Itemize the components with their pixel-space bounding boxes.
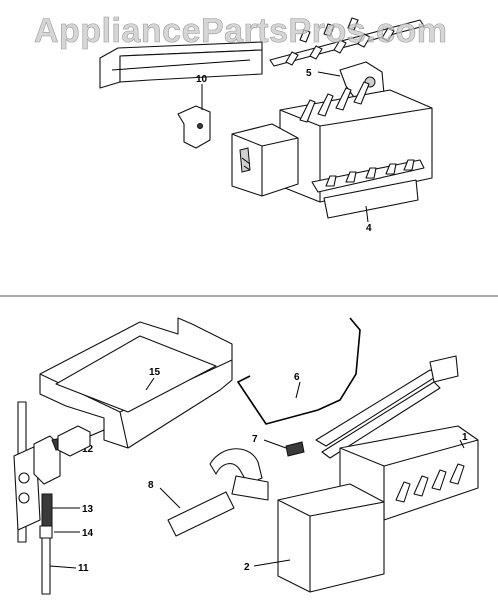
callout-4: 4 [366, 223, 372, 234]
callout-15: 15 [149, 367, 161, 378]
callout-1: 1 [462, 432, 468, 443]
ejector-blade-part [269, 17, 425, 67]
icemaker-assembly-part: 4 [231, 81, 433, 234]
wire-harness-part: 6 [236, 317, 361, 425]
bucket-connector-part [57, 425, 105, 457]
callout-6: 6 [294, 372, 300, 383]
fill-tube-part: 8 [148, 448, 269, 537]
callout-7: 7 [252, 434, 258, 445]
callout-14: 14 [82, 528, 94, 539]
callout-2: 2 [244, 562, 250, 573]
connector-cable-part: 7 [252, 355, 459, 459]
control-cover-part: 2 [244, 483, 385, 593]
callout-10: 10 [196, 74, 208, 85]
ice-bucket-part: 15 [39, 317, 233, 449]
ice-bucket-shelf-part [99, 41, 263, 89]
callout-5: 5 [306, 68, 312, 79]
callout-13: 13 [82, 504, 94, 515]
water-valve-assembly: 12 13 14 11 [13, 401, 94, 595]
mounting-bracket-part: 10 [177, 74, 211, 149]
watermark-logo: AppliancePartsPros.com [34, 12, 447, 50]
callout-12: 12 [82, 444, 94, 455]
callout-8: 8 [148, 480, 154, 491]
callout-11: 11 [78, 563, 89, 574]
